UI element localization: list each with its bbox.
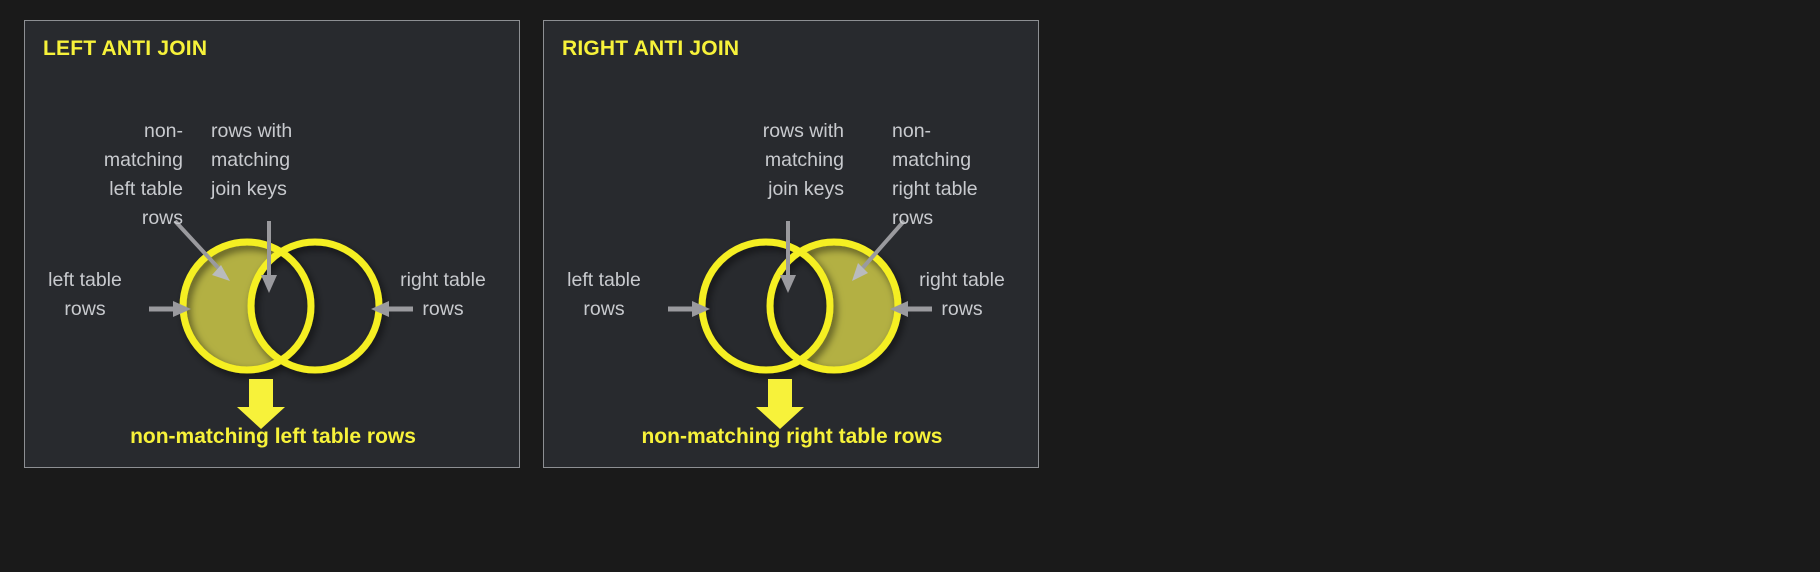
panel-left-anti-join: LEFT ANTI JOIN bbox=[24, 20, 520, 468]
arrow-non-matching-left-rows bbox=[173, 219, 230, 281]
panel-right-anti-join: RIGHT ANTI JOIN bbox=[543, 20, 1039, 468]
annotation-left-table-rows: left table rows bbox=[48, 269, 122, 320]
annotation-non-matching-right-rows: non- matching right table rows bbox=[892, 120, 978, 229]
annotation-matching-join-keys: rows with matching join keys bbox=[762, 120, 844, 200]
panel-caption: non-matching left table rows bbox=[130, 425, 416, 448]
panel-title: LEFT ANTI JOIN bbox=[43, 37, 208, 60]
arrow-matching-join-keys bbox=[261, 221, 277, 293]
arrow-right-table-rows bbox=[371, 301, 413, 317]
annotation-non-matching-left-rows: non- matching left table rows bbox=[103, 120, 183, 229]
annotation-right-table-rows: right table rows bbox=[919, 269, 1005, 320]
result-down-arrow bbox=[756, 379, 804, 429]
arrow-left-table-rows bbox=[149, 301, 191, 317]
arrow-matching-join-keys bbox=[780, 221, 796, 293]
panel-caption: non-matching right table rows bbox=[641, 425, 943, 448]
arrow-non-matching-right-rows bbox=[852, 219, 906, 281]
arrow-right-table-rows bbox=[890, 301, 932, 317]
panel-title: RIGHT ANTI JOIN bbox=[562, 37, 740, 60]
venn-svg bbox=[149, 219, 413, 429]
arrow-left-table-rows bbox=[668, 301, 710, 317]
annotation-left-table-rows: left table rows bbox=[567, 269, 641, 320]
annotation-matching-join-keys: rows with matching join keys bbox=[211, 120, 293, 200]
venn-svg bbox=[668, 219, 932, 429]
venn-diagram-right bbox=[544, 21, 1040, 469]
result-down-arrow bbox=[237, 379, 285, 429]
venn-diagram-left bbox=[25, 21, 521, 469]
annotation-right-table-rows: right table rows bbox=[400, 269, 486, 320]
